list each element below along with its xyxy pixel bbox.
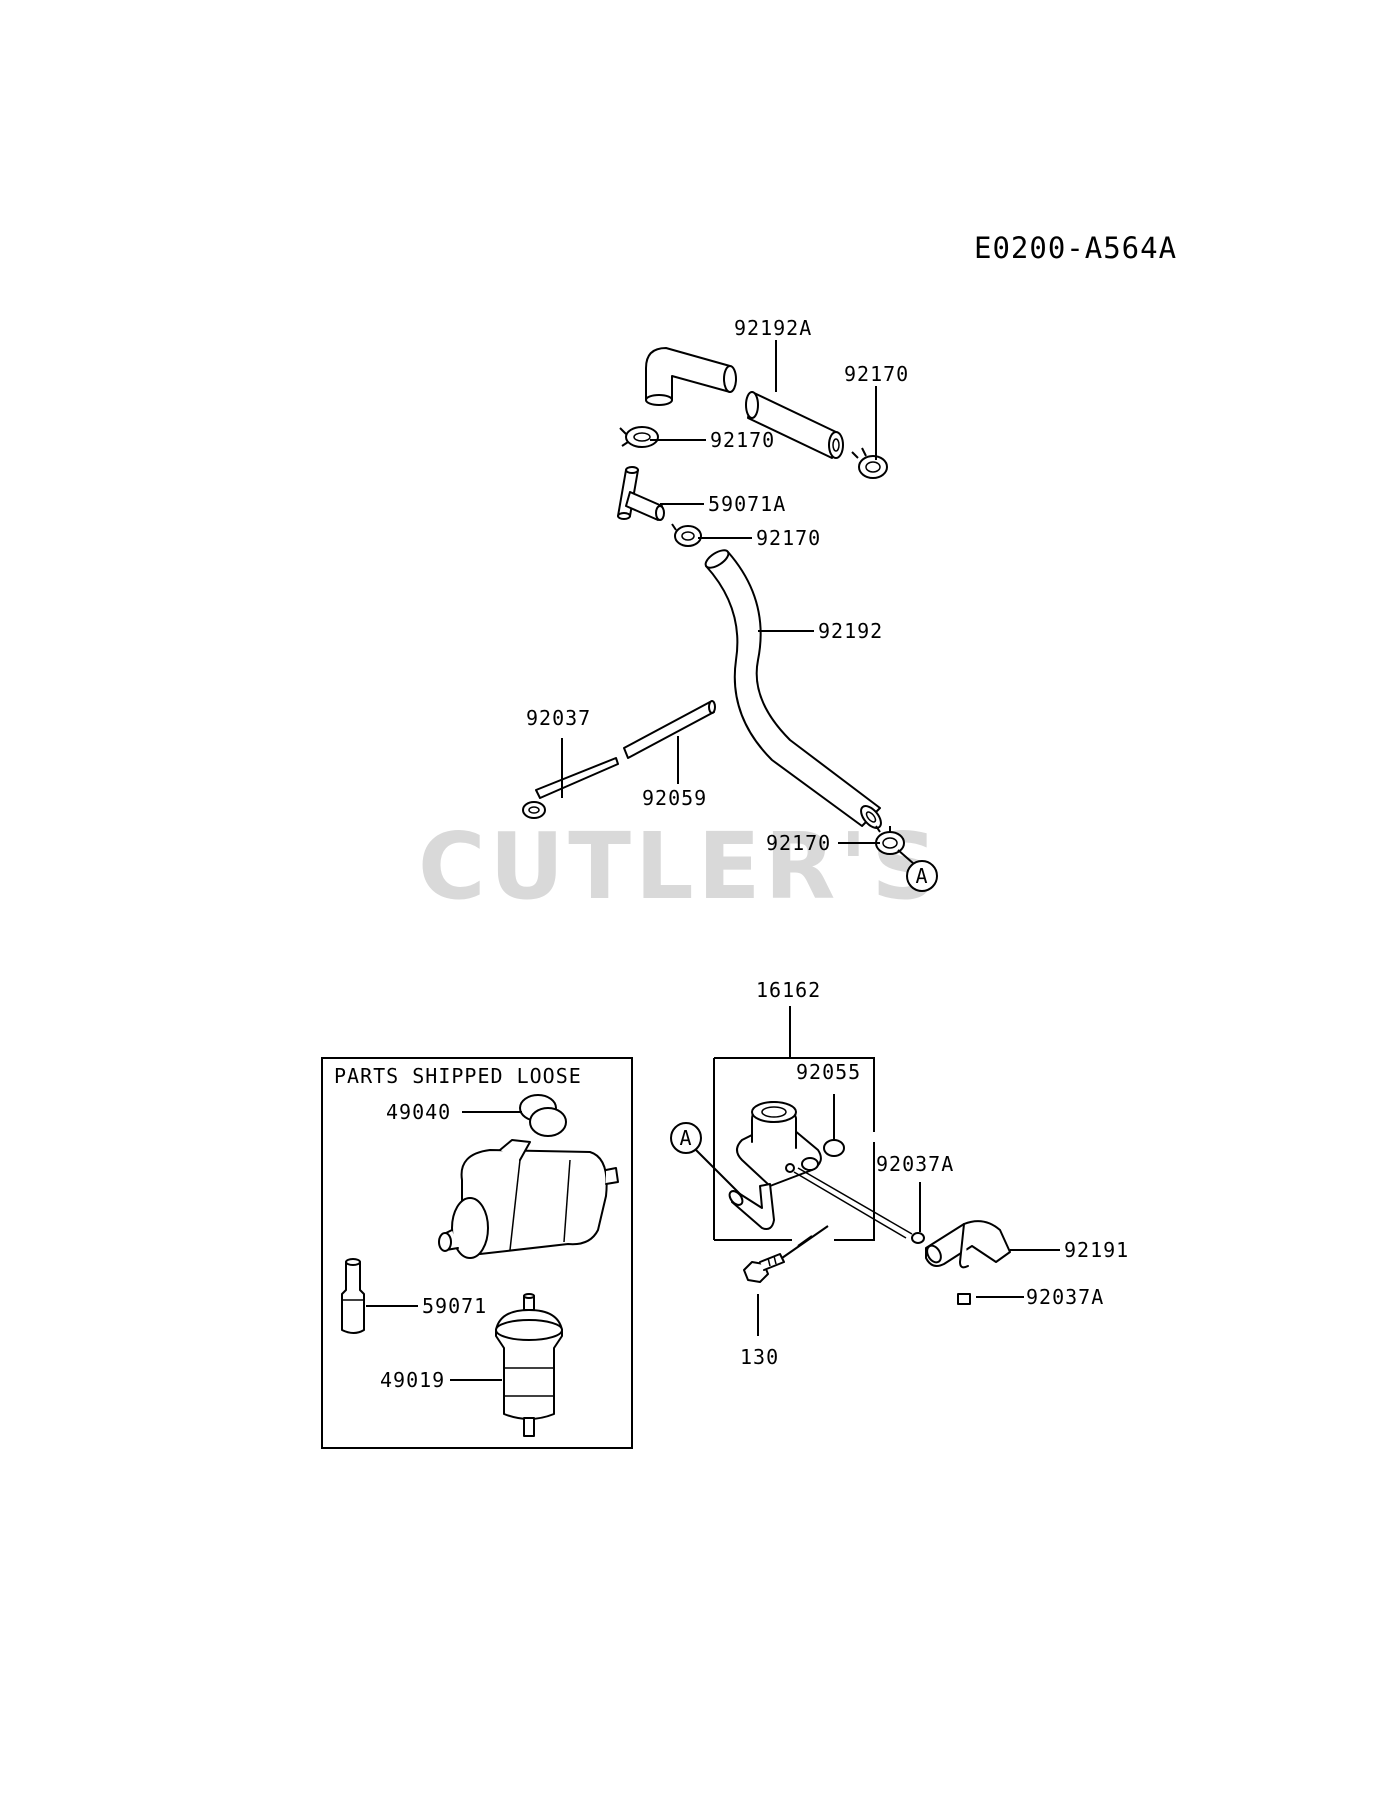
label-130: 130 xyxy=(740,1345,779,1369)
leader-lines-upper xyxy=(561,340,915,865)
hose-92192A xyxy=(645,347,844,459)
bracket-16162 xyxy=(714,1057,875,1241)
label-92059: 92059 xyxy=(642,786,707,810)
label-92037A-lower: 92037A xyxy=(1026,1285,1104,1309)
label-49040: 49040 xyxy=(386,1100,451,1124)
hose-92191 xyxy=(925,1220,1011,1269)
clamp-92170-middle xyxy=(671,523,702,547)
label-16162: 16162 xyxy=(756,978,821,1002)
clip-92037A-lower xyxy=(957,1293,1024,1305)
joint-59071 xyxy=(341,1258,365,1334)
label-92170-lower: 92170 xyxy=(766,831,831,855)
clip-92037A-upper xyxy=(911,1182,925,1244)
label-92037: 92037 xyxy=(526,706,591,730)
regulator-16162 xyxy=(728,1101,822,1230)
oring-92055 xyxy=(823,1139,845,1157)
strap-92037 xyxy=(522,757,619,819)
label-92170-right: 92170 xyxy=(844,362,909,386)
label-59071A: 59071A xyxy=(708,492,786,516)
ref-marker-upper-label: A xyxy=(915,864,928,888)
label-92170-middle: 92170 xyxy=(756,526,821,550)
ref-marker-lower-label: A xyxy=(679,1126,692,1150)
label-92191: 92191 xyxy=(1064,1238,1129,1262)
tube-92059 xyxy=(623,700,716,759)
fuel-pump-49040 xyxy=(438,1094,619,1259)
parts-shipped-loose-title: PARTS SHIPPED LOOSE xyxy=(334,1064,582,1088)
tee-59071A xyxy=(617,466,665,521)
label-92192A: 92192A xyxy=(734,316,812,340)
hose-92192 xyxy=(704,549,882,829)
clamp-92170-right xyxy=(851,447,888,479)
parts-shipped-loose-box xyxy=(321,1057,633,1449)
fuel-filter-49019 xyxy=(495,1293,563,1437)
ref-marker-lower: A xyxy=(670,1122,743,1197)
bolt-130 xyxy=(743,1253,785,1283)
label-49019: 49019 xyxy=(380,1368,445,1392)
label-92170-upper: 92170 xyxy=(710,428,775,452)
watermark: CUTLER'S xyxy=(418,813,942,920)
label-92037A-upper: 92037A xyxy=(876,1152,954,1176)
clamp-92170-upper xyxy=(619,426,659,448)
label-59071: 59071 xyxy=(422,1294,487,1318)
diagram-code: E0200-A564A xyxy=(974,231,1177,265)
label-92192: 92192 xyxy=(818,619,883,643)
label-92055: 92055 xyxy=(796,1060,861,1084)
ref-marker-upper: A xyxy=(906,860,938,892)
